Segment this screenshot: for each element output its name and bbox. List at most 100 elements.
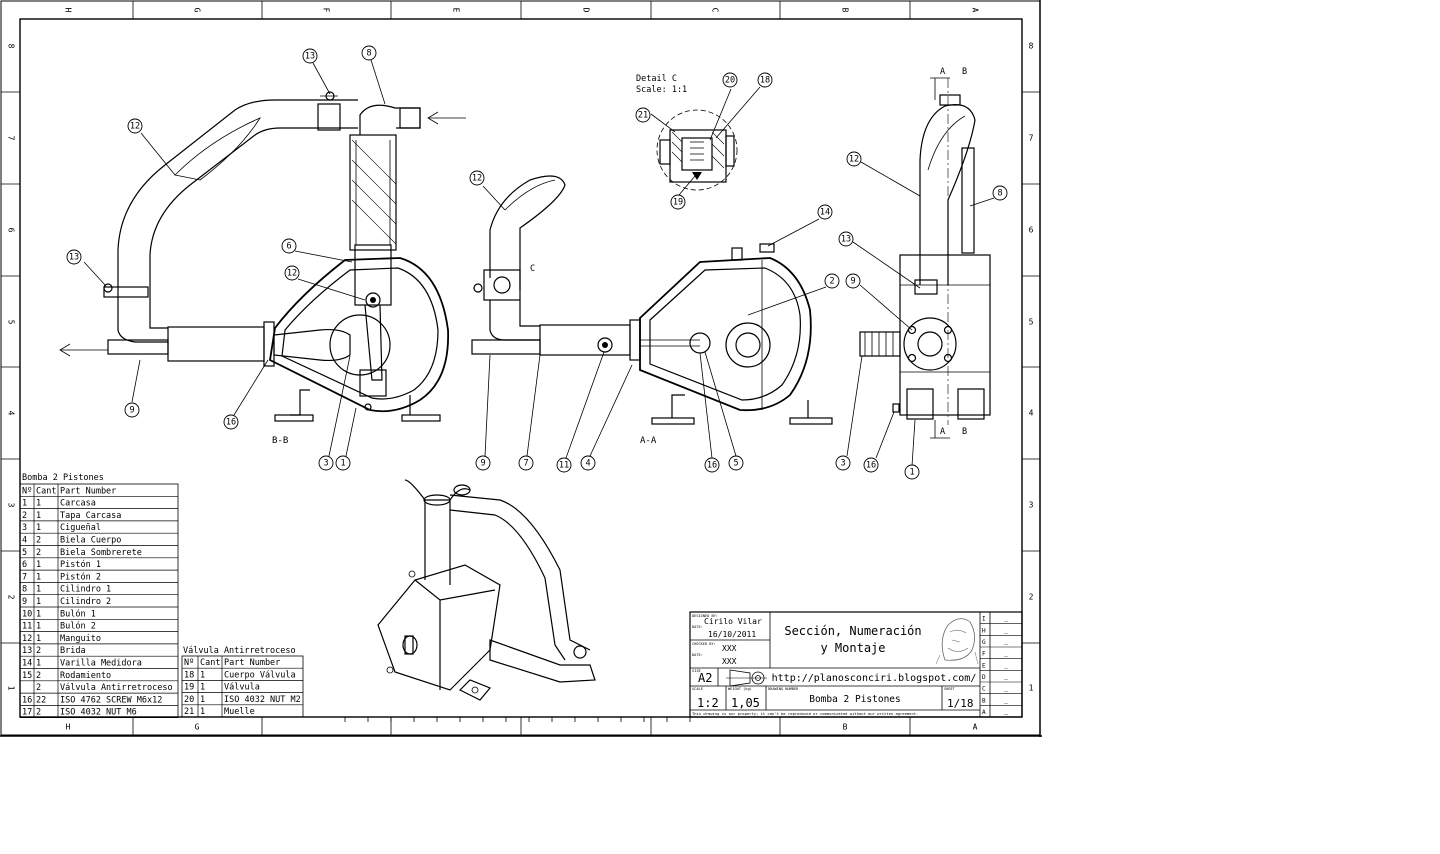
revision-table: I_H_G_F_E_D_C_B_A_ xyxy=(980,614,1022,716)
revision-value: _ xyxy=(1004,637,1009,645)
table-cell: Cuerpo Válvula xyxy=(224,670,296,680)
section-view-aa: A-A C xyxy=(471,175,833,446)
zone-label-left: 1 xyxy=(7,686,16,691)
balloon-number: 6 xyxy=(286,242,291,252)
table-cell: 2 xyxy=(36,646,41,656)
isometric-view xyxy=(377,479,596,701)
balloon-v2-7: 7 xyxy=(518,455,534,471)
table-cell: 1 xyxy=(200,707,205,717)
table-cell: Cilindro 2 xyxy=(60,597,111,607)
balloon-number: 3 xyxy=(323,459,328,469)
table-header-row: Nº Cant Part Number xyxy=(20,486,178,497)
projection-symbol-icon xyxy=(726,669,767,687)
balloon-v2-4: 4 xyxy=(580,455,596,471)
revision-value: _ xyxy=(1004,614,1009,622)
balloon-number: 12 xyxy=(472,174,482,184)
balloon-number: 13 xyxy=(69,253,79,263)
section-view-bb: B-B xyxy=(59,91,466,446)
balloon-number: 12 xyxy=(849,155,859,165)
check-date: XXX xyxy=(722,657,737,666)
balloon-number: 5 xyxy=(733,459,738,469)
table-cell: 1 xyxy=(36,572,41,582)
table-cell: 9 xyxy=(22,597,27,607)
balloon-number: 12 xyxy=(287,269,297,279)
balloon-number: 21 xyxy=(638,111,648,121)
balloon-v1-1: 1 xyxy=(335,455,351,471)
zone-label-bottom: A xyxy=(973,723,978,732)
balloon-d-19: 19 xyxy=(670,194,686,210)
balloon-number: 14 xyxy=(820,208,830,218)
detail-view-c: Detail C Scale: 1:1 xyxy=(636,74,738,191)
column-header: Nº xyxy=(22,486,32,496)
table-cell: 1 xyxy=(36,659,41,669)
zone-col-top-B: B xyxy=(841,8,850,13)
balloon-d-21: 21 xyxy=(635,107,651,123)
revision-letter: I xyxy=(982,616,986,623)
zone-label-left: 4 xyxy=(7,411,16,416)
column-header: Part Number xyxy=(60,486,116,496)
balloon-v1-6: 6 xyxy=(281,238,297,254)
column-header: Cant xyxy=(36,486,56,496)
balloon-v3-13: 13 xyxy=(838,231,854,247)
zone-label-left: 3 xyxy=(7,503,16,508)
revision-value: _ xyxy=(1004,649,1009,657)
balloon-v2-5: 5 xyxy=(728,455,744,471)
balloon-number: 16 xyxy=(866,461,876,471)
zone-label-right: 7 xyxy=(1029,134,1034,143)
drawing-weight: 1,05 xyxy=(731,696,760,710)
balloon-number: 18 xyxy=(760,76,770,86)
zone-label-right: 8 xyxy=(1029,42,1034,51)
cut-label-b-top: B xyxy=(962,67,967,77)
revision-letter: F xyxy=(982,651,986,658)
balloon-number: 8 xyxy=(997,189,1002,199)
balloon-d-20: 20 xyxy=(722,72,738,88)
zone-label: G xyxy=(193,8,202,13)
zone-label-right: 5 xyxy=(1029,318,1034,327)
drawing-scale: 1:2 xyxy=(697,696,719,710)
revision-value: _ xyxy=(1004,707,1009,715)
balloon-v3-16: 16 xyxy=(863,457,879,473)
table-cell: 1 xyxy=(36,622,41,632)
sheet-label: SHEET xyxy=(944,687,956,691)
table-cell: 2 xyxy=(36,536,41,546)
table-cell: 20 xyxy=(184,695,194,705)
zone-label-left: 8 xyxy=(7,44,16,49)
table-cell: 1 xyxy=(36,523,41,533)
table-cell: 10 xyxy=(22,609,32,619)
table-cell: 21 xyxy=(184,707,194,717)
cut-label-a-top: A xyxy=(940,67,945,77)
designed-by-label: DESIGNED BY: xyxy=(692,614,718,618)
revision-letter: B xyxy=(982,697,986,704)
table-cell: Muelle xyxy=(224,707,255,717)
table-cell: 1 xyxy=(200,670,205,680)
table-cell: Bulón 1 xyxy=(60,608,96,619)
revision-row: F_ xyxy=(980,646,1022,658)
drawing-number-label: DRAWING NUMBER xyxy=(768,687,799,691)
zone-label: A xyxy=(971,8,980,13)
balloon-v2-2: 2 xyxy=(824,273,840,289)
outer-border xyxy=(0,0,1041,736)
balloon-number: 9 xyxy=(850,277,855,287)
balloon-v3-3: 3 xyxy=(835,455,851,471)
weight-label: WEIGHT (kg) xyxy=(728,687,752,691)
copyright-footer: This drawing is our property; it can't b… xyxy=(692,711,918,716)
table-cell: 7 xyxy=(22,572,27,582)
size-label: SIZE xyxy=(692,669,701,673)
zone-label: C xyxy=(711,8,720,13)
table-cell: Pistón 2 xyxy=(60,571,101,582)
zone-label-bottom: B xyxy=(843,723,848,732)
table-cell: 16 xyxy=(22,695,32,705)
table-cell: 3 xyxy=(22,523,27,533)
balloon-number: 9 xyxy=(480,459,485,469)
